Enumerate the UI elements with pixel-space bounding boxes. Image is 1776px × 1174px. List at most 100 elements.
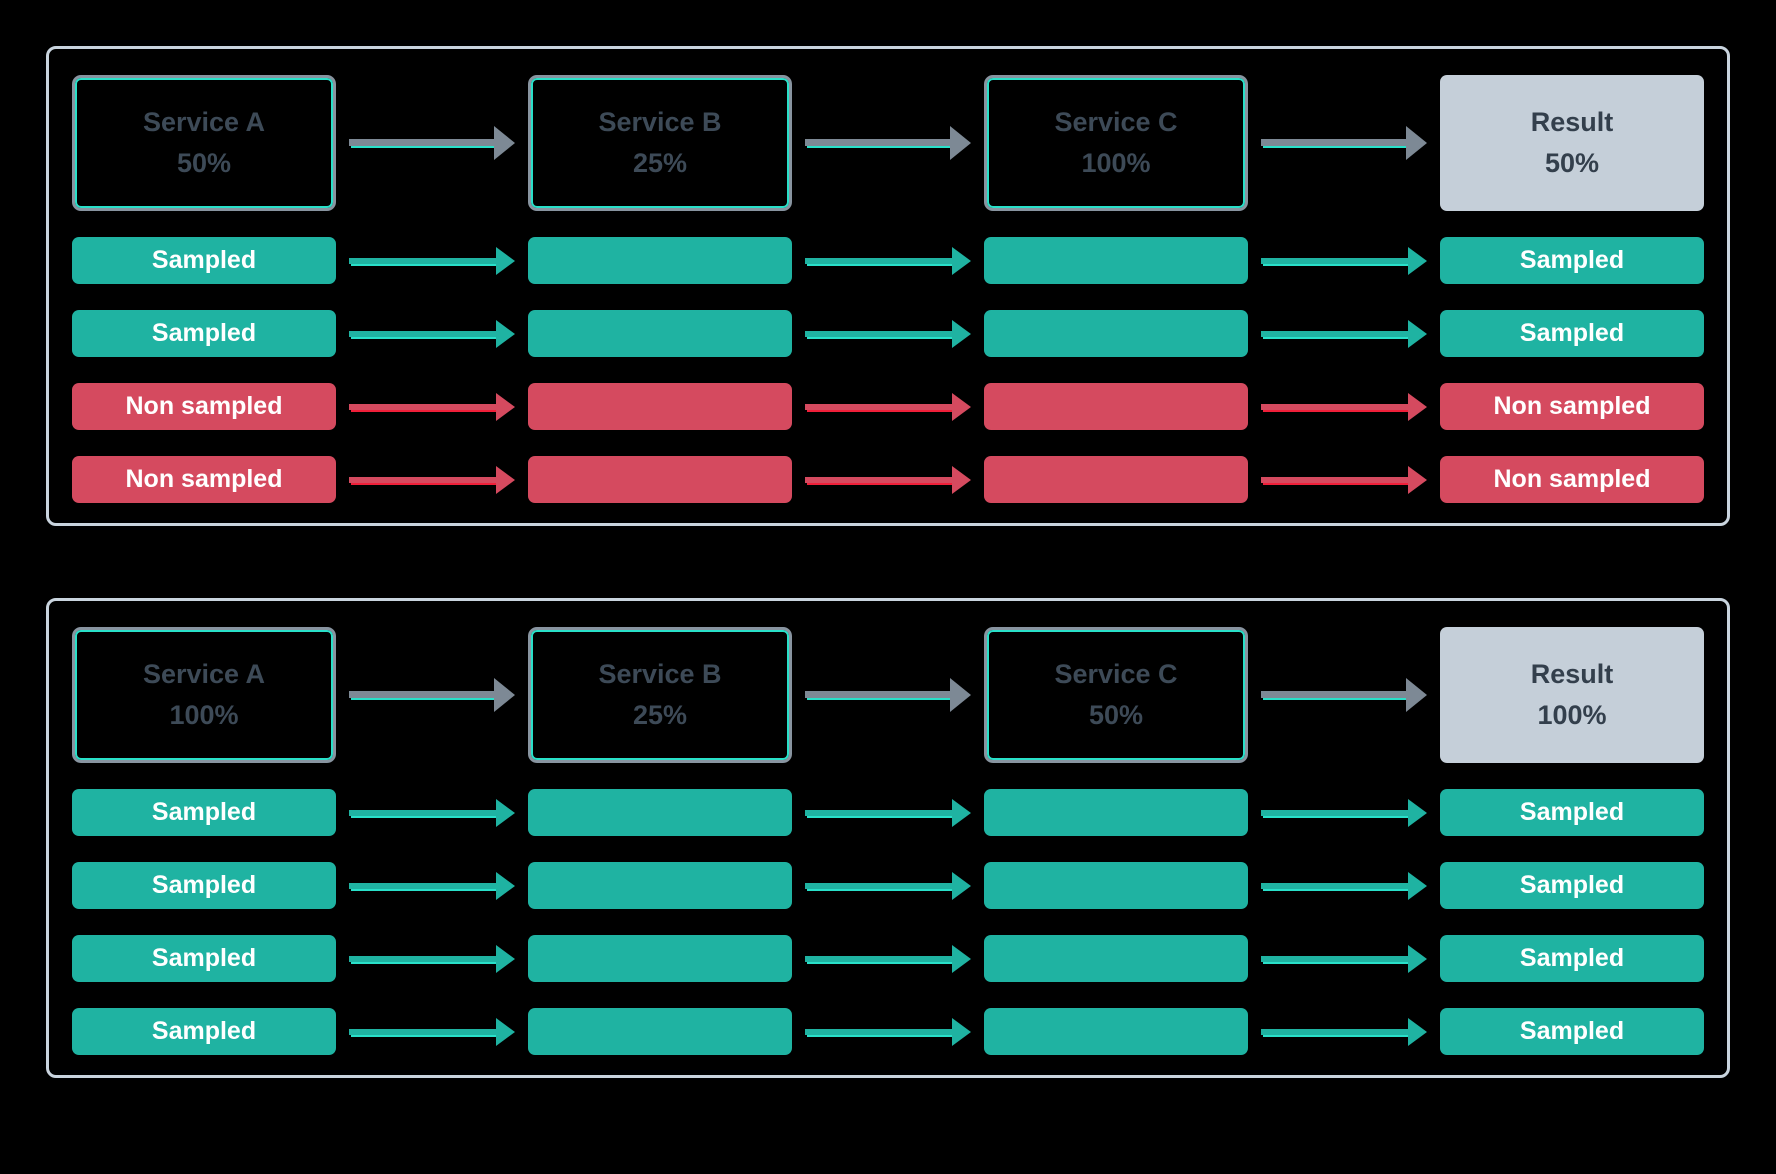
flow-arrow-icon	[805, 795, 971, 831]
flow-arrow-icon	[1261, 1014, 1427, 1050]
sampled-pill	[528, 789, 792, 836]
non-sampled-pill: Non sampled	[1440, 456, 1704, 503]
sampled-label: Sampled	[151, 871, 257, 899]
flow-grid: Service A 100% Service B 25% Service C 5…	[72, 627, 1704, 1055]
flow-arrow-icon	[349, 243, 515, 279]
sampled-label: Sampled	[1519, 319, 1625, 347]
arrow-cell	[1248, 627, 1440, 763]
non-sampled-pill	[528, 383, 792, 430]
flow-arrow-icon	[1261, 462, 1427, 498]
flow-arrow-icon	[805, 389, 971, 425]
flow-arrow-icon	[1261, 389, 1427, 425]
sampled-pill	[984, 1008, 1248, 1055]
sampled-pill	[528, 1008, 792, 1055]
flow-arrow-icon	[349, 316, 515, 352]
flow-arrow-icon	[805, 941, 971, 977]
sampled-pill: Sampled	[72, 789, 336, 836]
arrow-cell	[336, 383, 528, 430]
flow-arrow-icon	[805, 462, 971, 498]
sampled-pill	[984, 789, 1248, 836]
arrow-cell	[792, 1008, 984, 1055]
flow-arrow-icon	[805, 1014, 971, 1050]
sampled-label: Sampled	[151, 319, 257, 347]
flow-arrow-icon	[349, 122, 515, 164]
flow-arrow-icon	[805, 674, 971, 716]
service-b-box: Service B 25%	[528, 75, 792, 211]
arrow-cell	[336, 935, 528, 982]
sampled-pill: Sampled	[1440, 310, 1704, 357]
flow-arrow-icon	[1261, 316, 1427, 352]
flow-arrow-icon	[1261, 868, 1427, 904]
sampled-pill	[984, 310, 1248, 357]
flow-arrow-icon	[349, 868, 515, 904]
non-sampled-label: Non sampled	[1493, 392, 1651, 420]
arrow-cell	[336, 237, 528, 284]
arrow-cell	[336, 456, 528, 503]
sampled-label: Sampled	[1519, 1017, 1625, 1045]
sampled-pill: Sampled	[1440, 1008, 1704, 1055]
flow-arrow-icon	[349, 389, 515, 425]
sampled-pill	[984, 237, 1248, 284]
sampled-pill	[984, 935, 1248, 982]
arrow-cell	[1248, 383, 1440, 430]
sampling-panel-top: Service A 50% Service B 25% Service C 10…	[46, 46, 1730, 526]
service-b-box: Service B 25%	[528, 627, 792, 763]
flow-arrow-icon	[805, 122, 971, 164]
arrow-cell	[1248, 310, 1440, 357]
flow-arrow-icon	[1261, 674, 1427, 716]
sampled-label: Sampled	[1519, 871, 1625, 899]
service-name-label: Service A	[142, 107, 266, 138]
service-a-box: Service A 100%	[72, 627, 336, 763]
sampled-pill	[528, 935, 792, 982]
flow-arrow-icon	[349, 674, 515, 716]
sampled-pill: Sampled	[72, 935, 336, 982]
result-box: Result 50%	[1440, 75, 1704, 211]
non-sampled-pill: Non sampled	[72, 383, 336, 430]
non-sampled-pill: Non sampled	[1440, 383, 1704, 430]
service-rate-label: 100%	[1081, 147, 1151, 178]
result-box: Result 100%	[1440, 627, 1704, 763]
flow-arrow-icon	[1261, 795, 1427, 831]
sampled-pill	[984, 862, 1248, 909]
service-c-box: Service C 100%	[984, 75, 1248, 211]
arrow-cell	[1248, 75, 1440, 211]
sampled-pill: Sampled	[1440, 789, 1704, 836]
sampled-pill: Sampled	[72, 1008, 336, 1055]
result-name-label: Result	[1530, 107, 1614, 138]
sampled-pill: Sampled	[1440, 935, 1704, 982]
arrow-cell	[1248, 1008, 1440, 1055]
sampled-label: Sampled	[1519, 944, 1625, 972]
arrow-cell	[792, 75, 984, 211]
sampled-pill	[528, 237, 792, 284]
sampled-pill: Sampled	[1440, 862, 1704, 909]
sampled-label: Sampled	[151, 1017, 257, 1045]
arrow-cell	[792, 789, 984, 836]
flow-arrow-icon	[349, 941, 515, 977]
flow-arrow-icon	[805, 243, 971, 279]
flow-arrow-icon	[1261, 243, 1427, 279]
sampling-panel-bottom: Service A 100% Service B 25% Service C 5…	[46, 598, 1730, 1078]
arrow-cell	[792, 862, 984, 909]
service-c-box: Service C 50%	[984, 627, 1248, 763]
arrow-cell	[792, 237, 984, 284]
flow-arrow-icon	[805, 316, 971, 352]
arrow-cell	[792, 627, 984, 763]
flow-arrow-icon	[349, 462, 515, 498]
flow-arrow-icon	[349, 1014, 515, 1050]
sampled-label: Sampled	[151, 944, 257, 972]
service-name-label: Service C	[1054, 659, 1178, 690]
arrow-cell	[1248, 789, 1440, 836]
arrow-cell	[792, 383, 984, 430]
flow-arrow-icon	[349, 795, 515, 831]
non-sampled-label: Non sampled	[125, 465, 283, 493]
arrow-cell	[792, 310, 984, 357]
arrow-cell	[1248, 862, 1440, 909]
flow-grid: Service A 50% Service B 25% Service C 10…	[72, 75, 1704, 503]
service-name-label: Service B	[598, 659, 722, 690]
arrow-cell	[792, 456, 984, 503]
service-a-box: Service A 50%	[72, 75, 336, 211]
arrow-cell	[336, 310, 528, 357]
sampled-pill: Sampled	[72, 237, 336, 284]
arrow-cell	[336, 1008, 528, 1055]
result-rate-label: 100%	[1537, 699, 1607, 730]
